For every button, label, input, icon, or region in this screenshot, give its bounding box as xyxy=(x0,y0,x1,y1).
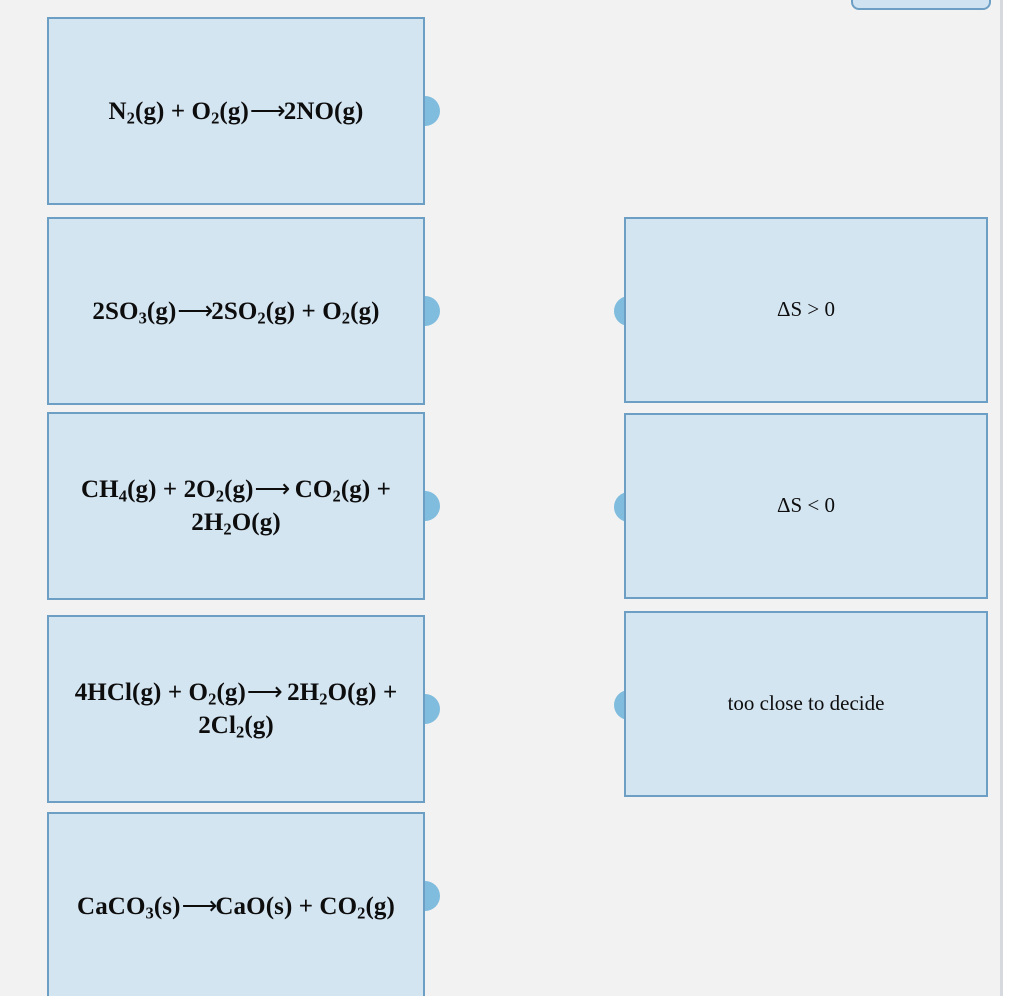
connector-nub-reaction-2[interactable] xyxy=(425,296,440,326)
connector-nub-reaction-4[interactable] xyxy=(425,694,440,724)
answer-label-3: too close to decide xyxy=(727,691,885,716)
reaction-equation-2: 2SO3(g)⟶2SO2(g) + O2(g) xyxy=(92,297,380,328)
reaction-equation-5: CaCO3(s)⟶CaO(s) + CO2(g) xyxy=(77,892,395,923)
answer-tile-1[interactable]: ΔS > 0 xyxy=(624,217,988,403)
connector-nub-reaction-1[interactable] xyxy=(425,96,440,126)
reaction-tile-5[interactable]: CaCO3(s)⟶CaO(s) + CO2(g) xyxy=(47,812,425,996)
reaction-equation-3: CH4(g) + 2O2(g)⟶ CO2(g) + 2H2O(g) xyxy=(81,476,391,539)
connector-nub-reaction-3[interactable] xyxy=(425,491,440,521)
connector-nub-reaction-5[interactable] xyxy=(425,881,440,911)
submit-button[interactable] xyxy=(851,0,991,10)
page-right-gutter xyxy=(1003,0,1024,996)
answer-label-2: ΔS < 0 xyxy=(776,493,836,518)
reaction-tile-1[interactable]: N2(g) + O2(g)⟶2NO(g) xyxy=(47,17,425,205)
reaction-equation-1: N2(g) + O2(g)⟶2NO(g) xyxy=(108,97,364,128)
reaction-tile-4[interactable]: 4HCl(g) + O2(g)⟶ 2H2O(g) + 2Cl2(g) xyxy=(47,615,425,803)
reaction-tile-3[interactable]: CH4(g) + 2O2(g)⟶ CO2(g) + 2H2O(g) xyxy=(47,412,425,600)
answer-label-1: ΔS > 0 xyxy=(776,297,836,322)
reaction-equation-4: 4HCl(g) + O2(g)⟶ 2H2O(g) + 2Cl2(g) xyxy=(74,679,398,742)
matching-activity-panel: N2(g) + O2(g)⟶2NO(g) 2SO3(g)⟶2SO2(g) + O… xyxy=(0,0,1003,996)
answer-tile-3[interactable]: too close to decide xyxy=(624,611,988,797)
answer-tile-2[interactable]: ΔS < 0 xyxy=(624,413,988,599)
reaction-tile-2[interactable]: 2SO3(g)⟶2SO2(g) + O2(g) xyxy=(47,217,425,405)
